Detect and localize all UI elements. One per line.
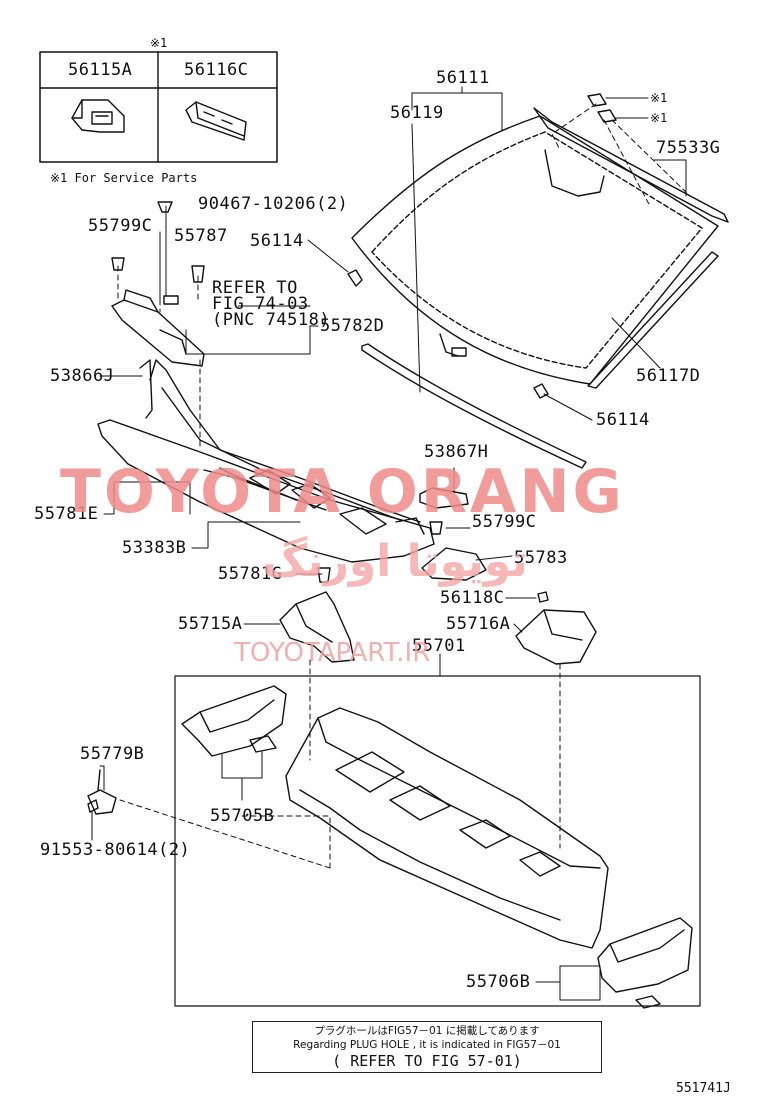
leader-lines-left bbox=[159, 205, 319, 355]
label-55705b: 55705B bbox=[210, 806, 275, 826]
label-53866j: 53866J bbox=[50, 366, 115, 386]
label-55781g: 55781G bbox=[218, 564, 283, 584]
reinforcement-55706b-drawing bbox=[597, 917, 693, 1009]
clip-55779b-drawing bbox=[87, 769, 117, 815]
reinforcement-55705b-drawing bbox=[181, 685, 287, 757]
watermark-main: TOYOTA ORANG bbox=[60, 457, 625, 527]
clip-55787 bbox=[191, 265, 205, 283]
dashed-guides-left bbox=[117, 265, 201, 451]
leader-lines-top bbox=[307, 86, 687, 421]
marker-service-a: ※1 bbox=[650, 91, 668, 105]
label-55782d: 55782D bbox=[320, 316, 385, 336]
clip-55799c-b bbox=[429, 521, 443, 535]
leader-lines-cowl bbox=[99, 375, 323, 625]
label-55716a: 55716A bbox=[446, 614, 511, 634]
legend-table-frame bbox=[39, 51, 278, 163]
label-53867h: 53867H bbox=[424, 442, 489, 462]
clip-55799c-a bbox=[111, 257, 125, 271]
clip-55781g bbox=[317, 567, 331, 583]
legend-note: ※1 For Service Parts bbox=[50, 171, 198, 185]
legend-col2-label: 56116C bbox=[184, 60, 249, 80]
lower-moulding-56119 bbox=[361, 343, 587, 469]
label-91553: 91553-80614(2) bbox=[40, 840, 191, 860]
label-55799c-b: 55799C bbox=[472, 512, 537, 532]
screw-91553 bbox=[87, 799, 99, 813]
note-line-3: ( REFER TO FIG 57-01) bbox=[332, 1052, 522, 1070]
label-55701: 55701 bbox=[412, 636, 466, 656]
bracket-55783-drawing bbox=[421, 547, 487, 581]
label-56119: 56119 bbox=[390, 103, 444, 123]
label-55781e: 55781E bbox=[34, 504, 99, 524]
label-56114-a: 56114 bbox=[250, 231, 304, 251]
refer-line-1: REFER TO bbox=[212, 278, 298, 298]
note-line-1: プラグホールはFIG57－01 に掲載してあります bbox=[314, 1025, 540, 1037]
legend-marker: ※1 bbox=[150, 36, 168, 50]
label-90467: 90467-10206(2) bbox=[198, 194, 349, 214]
label-55715a: 55715A bbox=[178, 614, 243, 634]
label-55706b: 55706B bbox=[466, 972, 531, 992]
side-moulding-56117d bbox=[587, 251, 719, 389]
label-55779b: 55779B bbox=[80, 744, 145, 764]
nut-56118c bbox=[537, 591, 549, 603]
refer-line-2: FIG 74-03 bbox=[212, 294, 309, 314]
diagram-id: 551741J bbox=[676, 1081, 731, 1096]
marker-service-b: ※1 bbox=[650, 111, 668, 125]
dashed-guides-top bbox=[551, 103, 691, 207]
label-56111: 56111 bbox=[436, 68, 490, 88]
legend-col1-label: 56115A bbox=[68, 60, 133, 80]
label-56114-b: 56114 bbox=[596, 410, 650, 430]
brace-55716a-drawing bbox=[515, 609, 597, 665]
cowl-panel-frame bbox=[174, 675, 701, 1007]
clip-service-b bbox=[597, 109, 617, 123]
bracket-55782d-drawing bbox=[111, 289, 205, 367]
note-line-2: Regarding PLUG HOLE , it is indicated in… bbox=[293, 1038, 561, 1051]
clip-service-a bbox=[587, 93, 607, 107]
screw-90467 bbox=[157, 201, 173, 213]
brace-55715a-drawing bbox=[279, 591, 355, 663]
refer-line-3: (PNC 74518) bbox=[212, 310, 331, 330]
label-55799c-a: 55799C bbox=[88, 216, 153, 236]
upper-moulding-75533g bbox=[533, 107, 729, 223]
label-55783: 55783 bbox=[514, 548, 568, 568]
label-75533g: 75533G bbox=[656, 138, 721, 158]
label-53383b: 53383B bbox=[122, 538, 187, 558]
watermark-site: TOYOTAPART.IR bbox=[234, 638, 431, 668]
note-box: プラグホールはFIG57－01 に掲載してあります Regarding PLUG… bbox=[252, 1021, 602, 1073]
label-55787: 55787 bbox=[174, 226, 228, 246]
clip-56115a-drawing bbox=[71, 99, 125, 133]
cowl-top-panel-drawing bbox=[97, 359, 435, 563]
clip-56116c-drawing bbox=[185, 101, 247, 141]
seal-53867h-drawing bbox=[419, 487, 469, 509]
label-56117d: 56117D bbox=[636, 366, 701, 386]
watermark-farsi: تویوتا اورنگ bbox=[262, 536, 528, 587]
stopper-56114-a bbox=[347, 269, 363, 287]
cowl-panel-55701-drawing bbox=[285, 707, 609, 949]
stopper-56114-b bbox=[533, 383, 549, 399]
dashed-guides-mid bbox=[119, 659, 561, 869]
label-56118c: 56118C bbox=[440, 588, 505, 608]
